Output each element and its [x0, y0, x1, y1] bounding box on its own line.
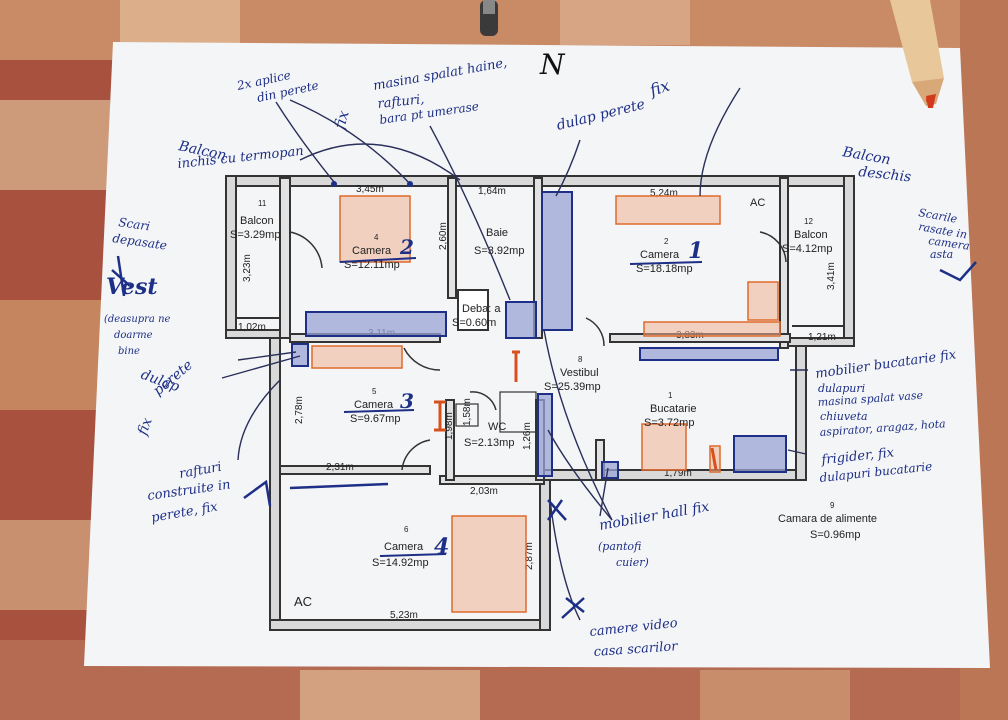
room-debara: Deba: a S=0.60m	[452, 303, 501, 329]
room-camera-1: 2 Camera S=18.18mp	[636, 237, 693, 275]
room-mark-4: 4	[434, 534, 449, 560]
svg-text:4: 4	[374, 233, 379, 242]
dim-1-26: 1,26m	[522, 422, 533, 450]
note-fix-top: fix	[330, 108, 353, 132]
ac-label-bottom: AC	[294, 594, 312, 609]
svg-text:doarme: doarme	[114, 330, 153, 341]
svg-text:S=3.92mp: S=3.92mp	[474, 245, 524, 257]
dim-3-45: 3,45m	[356, 184, 384, 195]
svg-text:fix: fix	[134, 416, 155, 439]
svg-text:12: 12	[804, 217, 813, 226]
leader-lines	[221, 87, 808, 621]
north-label: N	[539, 48, 566, 81]
svg-text:rafturi,: rafturi,	[377, 92, 425, 112]
svg-text:casa scarilor: casa scarilor	[593, 639, 678, 660]
dim-2-78: 2,78m	[294, 396, 305, 424]
room-camera-4: 6 Camera S=14.92mp	[372, 525, 429, 569]
svg-text:S=3.29mp: S=3.29mp	[230, 229, 280, 241]
svg-text:deschis: deschis	[858, 164, 912, 185]
svg-text:9: 9	[830, 501, 835, 510]
svg-text:Deba: a: Deba: a	[462, 303, 501, 315]
svg-text:S=2.13mp: S=2.13mp	[464, 437, 514, 449]
pen	[480, 0, 498, 36]
svg-text:S=25.39mp: S=25.39mp	[544, 381, 601, 393]
svg-text:S=0.96mp: S=0.96mp	[810, 529, 860, 541]
svg-text:2: 2	[664, 237, 669, 246]
dim-5-23: 5,23m	[390, 610, 418, 621]
svg-text:Balcon: Balcon	[794, 229, 828, 241]
dim-1-98: 1,98m	[444, 412, 455, 440]
dim-1-02: 1,02m	[238, 322, 266, 333]
dim-3-23: 3,23m	[242, 254, 253, 282]
svg-text:S=18.18mp: S=18.18mp	[636, 263, 693, 275]
svg-text:Camera: Camera	[640, 249, 680, 261]
svg-text:S=14.92mp: S=14.92mp	[372, 557, 429, 569]
blue-hatches	[291, 191, 787, 479]
room-camera-2: 4 Camera S=12.11mp	[344, 233, 400, 271]
svg-text:camera: camera	[928, 234, 971, 253]
svg-text:Camera: Camera	[384, 541, 424, 553]
svg-text:rafturi: rafturi	[178, 460, 223, 482]
dim-3-41: 3,41m	[826, 262, 837, 290]
dim-5-24: 5,24m	[650, 188, 678, 199]
svg-text:dulapuri: dulapuri	[818, 382, 865, 395]
svg-text:WC: WC	[488, 421, 506, 433]
svg-text:chiuveta: chiuveta	[820, 410, 868, 423]
dim-1-64: 1,64m	[478, 186, 506, 197]
room-wc: WC S=2.13mp	[464, 421, 514, 449]
room-mark-3: 3	[400, 389, 414, 413]
svg-text:Baie: Baie	[486, 227, 508, 239]
svg-text:(deasupra ne: (deasupra ne	[104, 314, 171, 325]
room-baie: Baie S=3.92mp	[474, 227, 524, 257]
dim-2-03: 2,03m	[470, 486, 498, 497]
svg-text:S=4.12mp: S=4.12mp	[782, 243, 832, 255]
svg-text:5: 5	[372, 387, 377, 396]
note-vest: Vest	[106, 274, 158, 300]
room-mark-2: 2	[399, 235, 414, 259]
note-west-paren: (deasupra ne doarme bine	[104, 314, 171, 357]
room-bucatarie: 1 Bucatarie S=3.72mp	[644, 391, 696, 429]
svg-text:Balcon: Balcon	[240, 215, 274, 227]
svg-text:Scari: Scari	[118, 215, 151, 233]
svg-text:asta: asta	[930, 248, 953, 261]
room-marks: 2 1 3 4	[339, 235, 703, 560]
dim-2-60: 2,60m	[438, 222, 449, 250]
svg-text:Bucatarie: Bucatarie	[650, 403, 696, 415]
svg-text:(pantofi: (pantofi	[598, 540, 641, 553]
svg-text:Vestibul: Vestibul	[560, 367, 599, 379]
red-marks	[434, 96, 934, 471]
orange-hatches	[311, 195, 781, 613]
blue-marks	[111, 181, 977, 619]
dim-1-79: 1,79m	[664, 468, 692, 479]
floor-plan	[225, 175, 855, 631]
dim-2-31: 2,31m	[326, 462, 354, 473]
svg-text:cuier): cuier)	[616, 556, 649, 569]
room-camara: 9 Camara de alimente S=0.96mp	[778, 501, 877, 541]
svg-text:11: 11	[258, 199, 267, 208]
room-balcon-left: 11 Balcon S=3.29mp	[230, 199, 280, 241]
svg-text:8: 8	[578, 355, 583, 364]
room-mark-1: 1	[688, 238, 703, 264]
dim-2-87: 2,87m	[524, 542, 535, 570]
svg-text:Camera: Camera	[354, 399, 394, 411]
note-scari-right: Scarile rasate in camera asta	[917, 206, 970, 261]
dim-1-21: 1,21m	[808, 332, 836, 343]
room-labels: 11 Balcon S=3.29mp 4 Camera S=12.11mp Ba…	[230, 199, 877, 569]
svg-text:Camera: Camera	[352, 245, 392, 257]
svg-text:bine: bine	[118, 346, 140, 357]
ac-label-top: AC	[750, 197, 765, 209]
room-balcon-right: 12 Balcon S=4.12mp	[782, 217, 832, 255]
dim-1-58: 1,58m	[462, 398, 473, 426]
svg-text:S=3.72mp: S=3.72mp	[644, 417, 694, 429]
svg-text:S=9.67mp: S=9.67mp	[350, 413, 400, 425]
svg-text:S=0.60m: S=0.60m	[452, 317, 496, 329]
svg-text:6: 6	[404, 525, 409, 534]
svg-text:1: 1	[668, 391, 673, 400]
paper-sheet	[84, 42, 990, 668]
svg-text:Camara de alimente: Camara de alimente	[778, 513, 877, 525]
room-camera-3: 5 Camera S=9.67mp	[350, 387, 400, 425]
